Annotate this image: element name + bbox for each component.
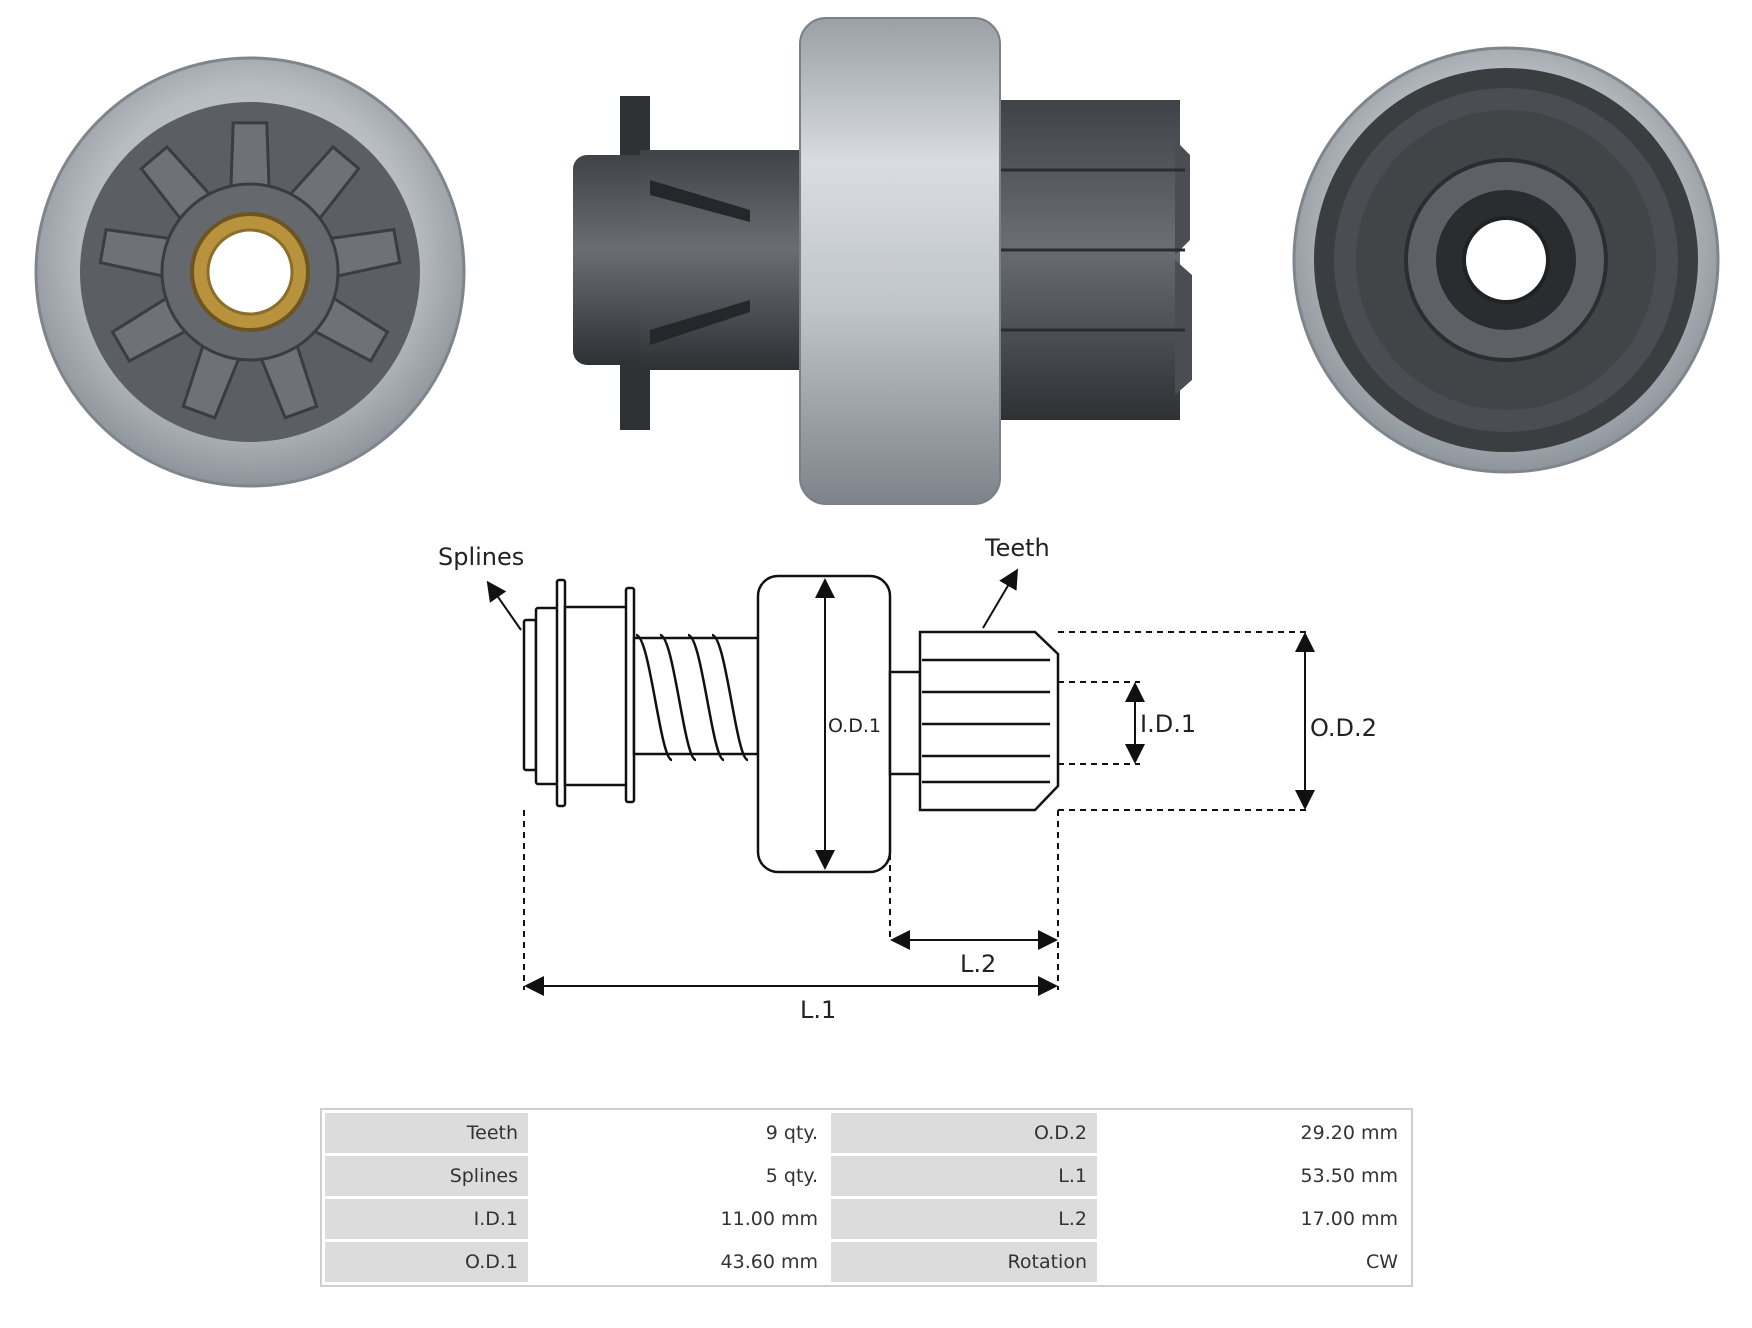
spec-table: Teeth 9 qty. O.D.2 29.20 mm Splines 5 qt… — [320, 1108, 1413, 1287]
spec-key: Rotation — [831, 1242, 1097, 1282]
table-row: Teeth 9 qty. O.D.2 29.20 mm — [325, 1113, 1408, 1153]
spec-key: L.1 — [831, 1156, 1097, 1196]
spec-key: Teeth — [325, 1113, 528, 1153]
od1-label: O.D.1 — [828, 715, 881, 737]
splines-end — [522, 618, 538, 772]
id1-label: I.D.1 — [1140, 710, 1196, 738]
table-row: O.D.1 43.60 mm Rotation CW — [325, 1242, 1408, 1282]
l1-label: L.1 — [800, 996, 836, 1024]
spec-key: O.D.2 — [831, 1113, 1097, 1153]
front-view-photo — [34, 56, 466, 488]
spec-key: O.D.1 — [325, 1242, 528, 1282]
spec-key: L.2 — [831, 1199, 1097, 1239]
gear-tooth — [229, 121, 271, 190]
od2-label: O.D.2 — [1310, 714, 1377, 742]
spec-value: 43.60 mm — [531, 1242, 828, 1282]
spec-value: 5 qty. — [531, 1156, 828, 1196]
pinion-gear — [918, 630, 1060, 812]
spec-value: CW — [1100, 1242, 1408, 1282]
table-row: Splines 5 qty. L.1 53.50 mm — [325, 1156, 1408, 1196]
dimension-diagram: Splines Teeth O.D.1 I.D.1 O.D.2 L.2 L.1 — [438, 534, 1377, 1024]
spec-key: Splines — [325, 1156, 528, 1196]
side-view-photo — [573, 17, 1192, 505]
spec-value: 17.00 mm — [1100, 1199, 1408, 1239]
spec-value: 11.00 mm — [531, 1199, 828, 1239]
spec-key: I.D.1 — [325, 1199, 528, 1239]
spec-value: 29.20 mm — [1100, 1113, 1408, 1153]
teeth-label: Teeth — [984, 534, 1050, 562]
rear-view-photo — [1292, 46, 1720, 474]
l2-label: L.2 — [960, 950, 996, 978]
spec-value: 9 qty. — [531, 1113, 828, 1153]
spec-value: 53.50 mm — [1100, 1156, 1408, 1196]
table-row: I.D.1 11.00 mm L.2 17.00 mm — [325, 1199, 1408, 1239]
splines-label: Splines — [438, 543, 524, 571]
product-photos — [34, 17, 1720, 505]
